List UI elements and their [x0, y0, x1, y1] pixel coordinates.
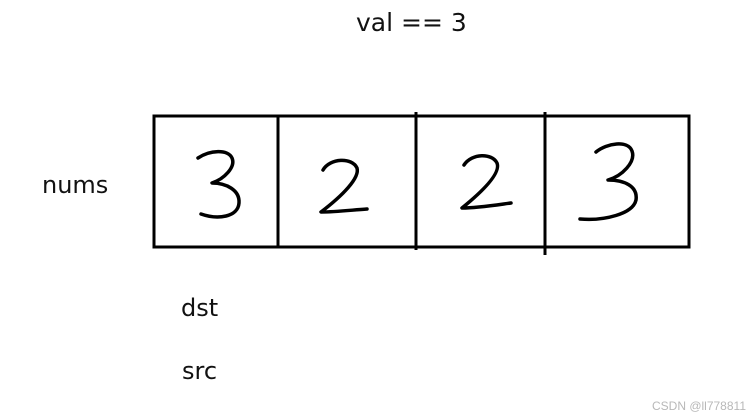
array-outline: [152, 114, 691, 249]
array-cell-3: 3: [578, 142, 638, 222]
handwritten-3-glyph: [196, 149, 241, 219]
watermark: CSDN @ll778811: [651, 399, 746, 413]
array-cell-1: 2: [319, 158, 369, 214]
array-name-label: nums: [42, 171, 109, 199]
condition-title: val == 3: [356, 8, 467, 37]
handwritten-3-glyph: [578, 142, 638, 222]
array-cell-0: 3: [196, 149, 241, 219]
handwritten-2-glyph: [319, 158, 369, 214]
dst-pointer-label: dst: [181, 294, 219, 322]
handwritten-2-glyph: [460, 154, 513, 210]
src-pointer-label: src: [182, 357, 218, 385]
array-cell-2: 2: [460, 154, 513, 210]
